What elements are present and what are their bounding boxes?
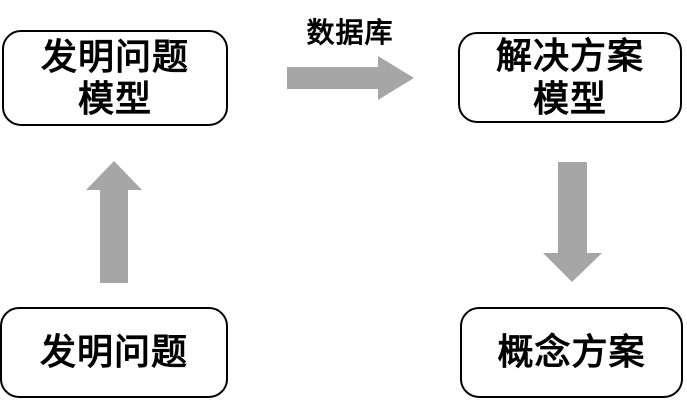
- down-arrow-icon: [543, 162, 602, 282]
- right-arrow-icon: [287, 56, 414, 100]
- node-invention-problem: 发明问题: [0, 307, 228, 398]
- up-arrow-icon: [86, 161, 142, 283]
- database-arrow-label: 数据库: [306, 17, 394, 48]
- node-invention-problem-model: 发明问题 模型: [2, 30, 228, 126]
- node-concept-solution: 概念方案: [460, 307, 683, 398]
- node-solution-model: 解决方案 模型: [458, 32, 682, 123]
